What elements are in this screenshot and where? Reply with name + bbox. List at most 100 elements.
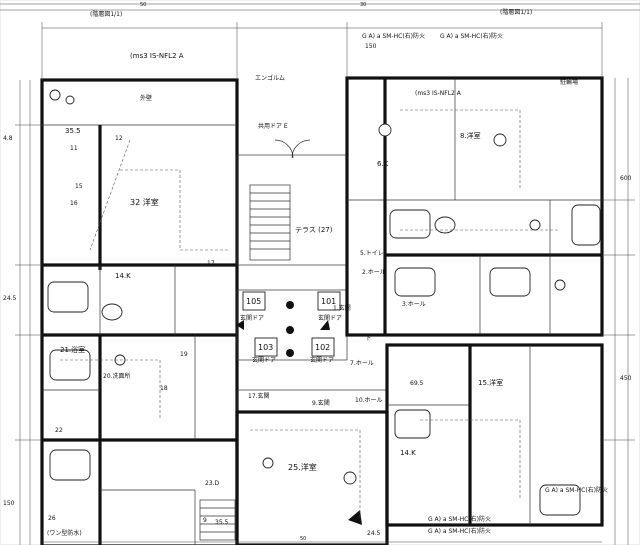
door-swing xyxy=(274,139,294,159)
sink-fixture xyxy=(394,409,431,439)
balcony-note: (ms3 IS-NFL2 A xyxy=(415,90,462,97)
marker-triangle xyxy=(320,320,330,330)
door-103-tag xyxy=(254,337,278,357)
room-15-label: 15 xyxy=(75,183,83,190)
room-24-dim: 24.5 xyxy=(367,530,381,537)
scale-label: 30 xyxy=(360,2,366,8)
room-9-label: 9 xyxy=(203,517,207,524)
room-6-label: 6.K xyxy=(377,160,389,168)
bathtub xyxy=(389,209,431,239)
scale-label: 50 xyxy=(140,2,146,8)
room-32-label: 32 洋室 xyxy=(130,197,159,207)
room-11-label: 11 xyxy=(70,145,78,152)
door-105-tag xyxy=(242,291,266,311)
ceiling-light xyxy=(262,457,274,469)
dimension-lines-right: 600 450 xyxy=(602,78,635,545)
sink-fixture xyxy=(65,95,75,105)
ga-top-r: G A) a SM-HC(右)防火 xyxy=(545,486,608,494)
room-1-label: 1.玄関 xyxy=(333,304,351,312)
marker-dot xyxy=(286,349,294,357)
engawa-label: エンゴルム xyxy=(255,74,285,82)
ga-left-1: G A) a SM-HC(右)防火 xyxy=(362,32,425,40)
dim-label: 150 xyxy=(3,500,15,507)
bathtub xyxy=(489,267,531,297)
room-22-label: 22 xyxy=(55,427,63,434)
toilet-fixture xyxy=(529,219,541,231)
bathtub xyxy=(571,204,601,246)
sink xyxy=(434,216,456,234)
ceiling-light xyxy=(343,471,357,485)
bathtub xyxy=(49,449,91,481)
door-102-tag xyxy=(311,337,335,357)
top-note: (階層図1/1) xyxy=(90,10,122,18)
room-26-label: 26 xyxy=(48,515,56,522)
room-35-5-label: 35.5 xyxy=(65,127,81,135)
room-14-label: 14.K xyxy=(115,272,131,280)
wire xyxy=(250,429,361,520)
room-3-label: 3.ホール xyxy=(402,301,426,308)
ga-left-2: G A) a SM-HC(右)防火 xyxy=(440,32,503,40)
toilet-fixture xyxy=(554,279,566,291)
wire xyxy=(89,139,131,251)
wire xyxy=(60,359,161,420)
ga-bottom-2: G A) a SM-HC(右)防火 xyxy=(428,527,491,535)
marker-dot xyxy=(286,301,294,309)
room-15b-label: 15.洋室 xyxy=(478,378,503,387)
fixture xyxy=(378,123,392,137)
ga-bottom-1: G A) a SM-HC(右)防火 xyxy=(428,515,491,523)
door-102-label: 102 xyxy=(315,343,330,352)
entrance-door-label: 玄関ドア xyxy=(252,356,276,364)
stairs-left xyxy=(199,499,236,541)
marker-triangle xyxy=(236,320,244,330)
room-5-label: 5.トイレ xyxy=(360,250,384,257)
marker-triangle xyxy=(348,510,362,525)
room-35-5-bottom: 35.5 xyxy=(215,519,229,526)
door-101-tag xyxy=(317,291,341,311)
room-19-label: 19 xyxy=(180,351,188,358)
dim-label: 150 xyxy=(365,43,377,50)
right-unit-upper xyxy=(345,76,604,337)
bathtub xyxy=(49,349,91,381)
dim-label: 450 xyxy=(620,375,632,382)
door-105-label: 105 xyxy=(246,297,261,306)
staircase xyxy=(249,184,291,261)
dimension-lines-top: 50 30 150 xyxy=(41,2,603,80)
down-label: 下 xyxy=(365,335,371,342)
sink xyxy=(101,303,123,321)
wiring xyxy=(60,109,560,520)
wire xyxy=(400,109,521,190)
room-7-label: 7.ホール xyxy=(350,360,374,367)
dim-label: 4.8 xyxy=(3,135,13,142)
stair-box xyxy=(199,499,236,541)
room-16-label: 16 xyxy=(70,200,78,207)
door-swing xyxy=(291,139,311,159)
dim-label: 600 xyxy=(620,175,632,182)
dimension-lines-left: 24.5 4.8 150 xyxy=(3,80,42,545)
room-9-entrance-label: 9.玄関 xyxy=(312,399,330,407)
right-unit: 8.洋室 6.K 5.トイレ 2.ホール 1.玄関 3.ホール 69.5 15.… xyxy=(333,32,608,535)
marker-dot xyxy=(286,326,294,334)
left-balcony-note: (ms3 IS-NFL2 A xyxy=(130,52,184,60)
door-103-label: 103 xyxy=(258,343,273,352)
bathtub xyxy=(394,267,436,297)
entrance-door-label: 玄関ドア xyxy=(310,356,334,364)
room-17-entrance-label: 17.玄関 xyxy=(248,392,270,400)
room-69-label: 69.5 xyxy=(410,380,424,387)
fixture xyxy=(493,133,507,147)
room-14-right-label: 14.K xyxy=(400,449,416,457)
wire xyxy=(420,419,521,500)
wire xyxy=(120,169,230,251)
shared-door-label: 共用ドア E xyxy=(258,122,288,130)
entrance-door-label: 玄関ドア xyxy=(240,314,264,322)
bathtub xyxy=(47,281,89,313)
bottom-left-note: (ワン型防水) xyxy=(47,529,82,537)
toilet-fixture xyxy=(49,89,61,101)
room-10-hall-label: 10.ホール xyxy=(355,397,383,404)
room-18-label: 18 xyxy=(160,385,168,392)
right-unit-lower xyxy=(385,343,604,527)
room-23-label: 23.D xyxy=(205,480,220,487)
room-21-label: 21.浴室 xyxy=(60,345,85,354)
left-unit: 35.5 32 洋室 11 16 15 14.K 17 21.浴室 20.洗面所… xyxy=(40,78,239,545)
